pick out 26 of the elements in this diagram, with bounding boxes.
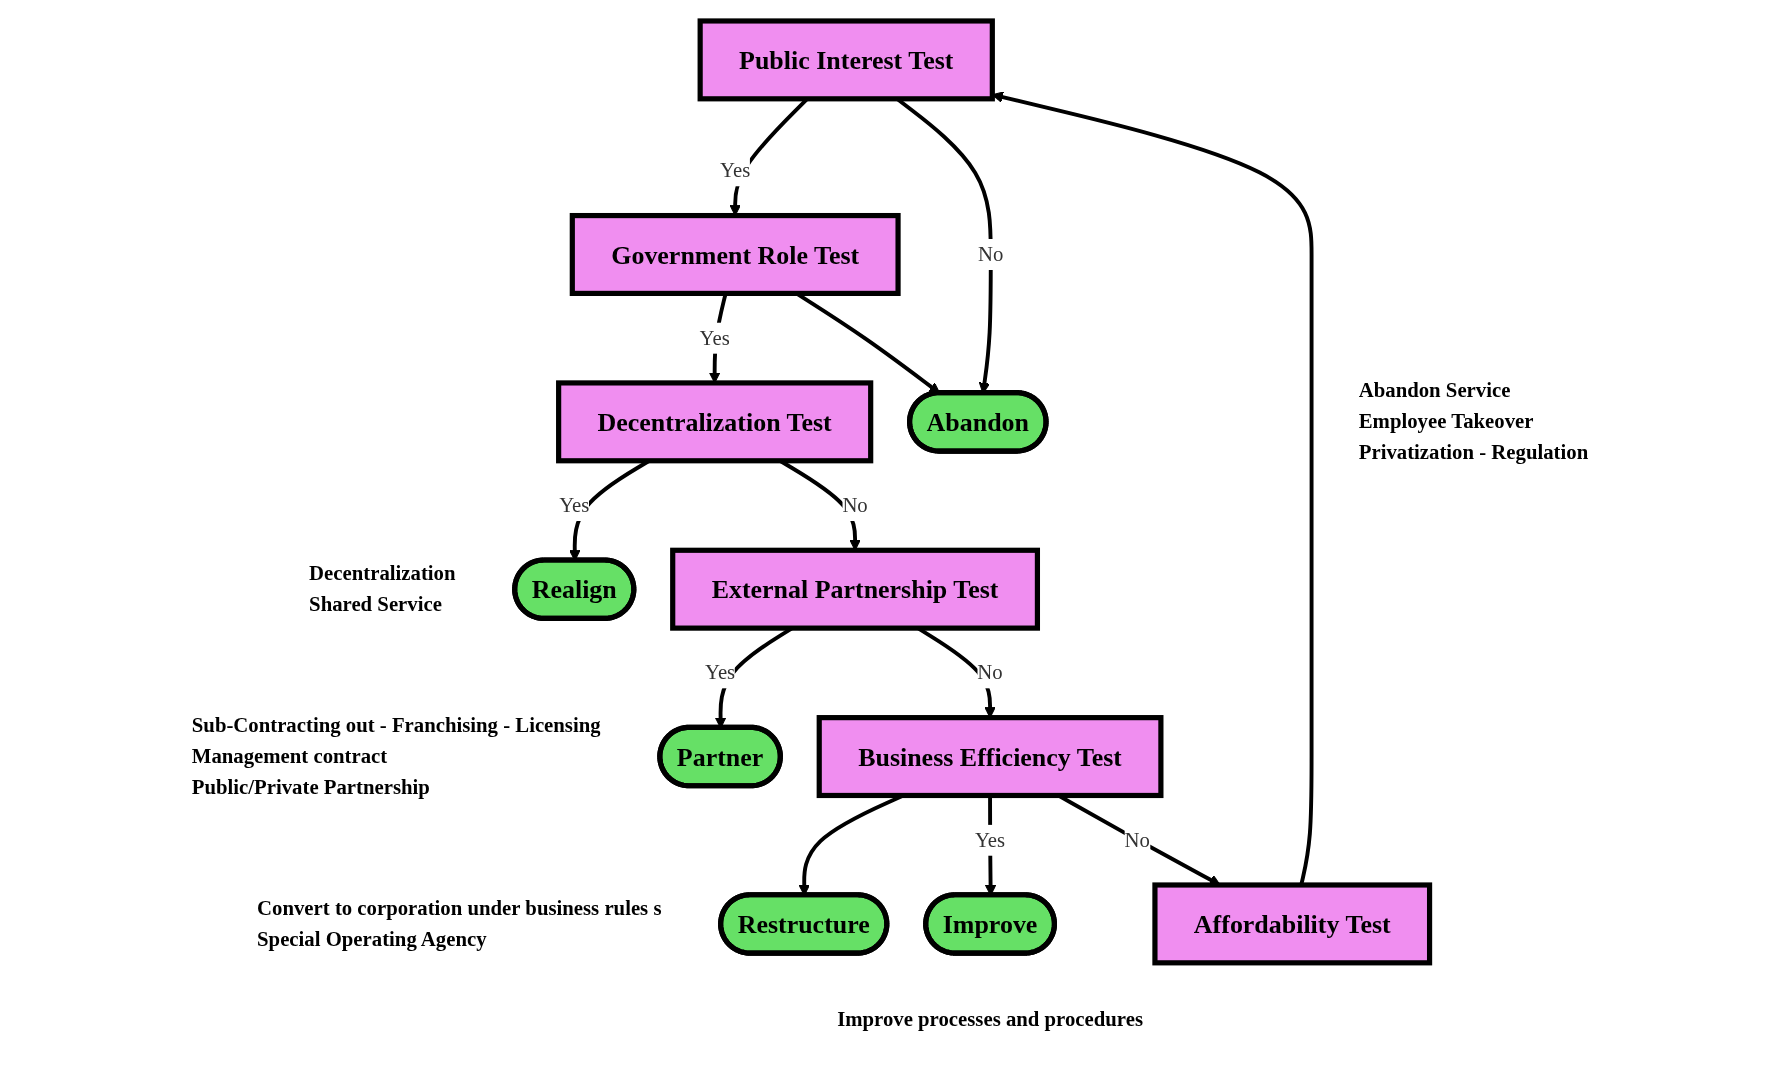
edge-label: No bbox=[1124, 828, 1150, 851]
node-box: Decentralization Test bbox=[555, 379, 873, 463]
node-label: Convert to corporation under business rules s bbox=[256, 896, 661, 919]
edge-label: Yes bbox=[974, 828, 1005, 851]
node-label: Privatization - Regulation bbox=[1358, 440, 1588, 463]
edge-label: Yes bbox=[719, 158, 750, 181]
node-box: Government Role Test bbox=[569, 212, 901, 296]
node-label: Public/Private Partnership bbox=[191, 775, 430, 798]
edge-label: Yes bbox=[704, 660, 735, 683]
node-box: Business Efficiency Test bbox=[816, 714, 1163, 798]
node-label: Improve processes and procedures bbox=[836, 1007, 1143, 1030]
edge-label: No bbox=[841, 493, 868, 516]
node-box: Public Interest Test bbox=[697, 17, 995, 101]
edge-label: No bbox=[977, 242, 1003, 265]
node-label: Special Operating Agency bbox=[256, 927, 487, 950]
node-box: Affordability Test bbox=[1151, 881, 1432, 965]
edge-label: Yes bbox=[699, 325, 730, 349]
node-label: Decentralization bbox=[308, 561, 456, 584]
node-label: Management contract bbox=[191, 744, 387, 767]
node-label: Abandon Service bbox=[1358, 378, 1510, 401]
edge-label: Yes bbox=[558, 493, 589, 516]
node-label: Employee Takeover bbox=[1358, 409, 1533, 432]
node-label: Sub-Contracting out - Franchising - Licensing bbox=[191, 713, 601, 736]
node-label: Shared Service bbox=[308, 592, 442, 615]
edge-label: No bbox=[976, 660, 1003, 683]
node-box: External Partnership Test bbox=[669, 547, 1040, 631]
